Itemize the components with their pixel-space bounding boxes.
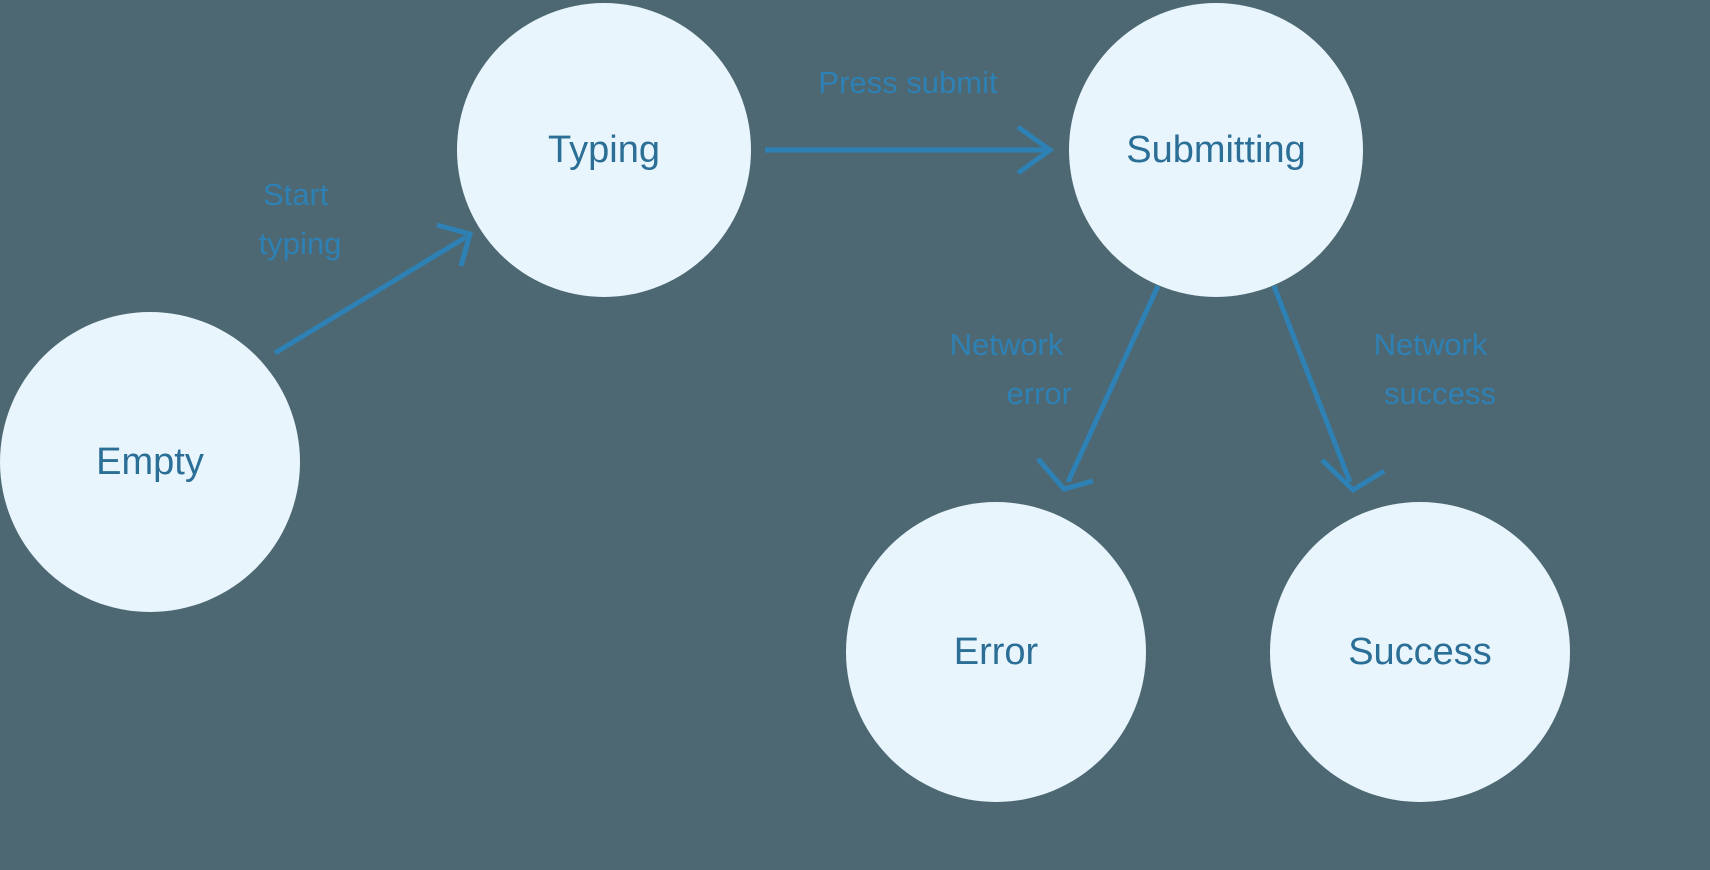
edge-label-network-success: Network success	[1374, 327, 1496, 411]
edge-submitting-to-error-line	[1065, 284, 1161, 484]
edge-label-line: Start	[263, 177, 329, 212]
node-submitting[interactable]: Submitting	[1069, 3, 1363, 297]
edge-label-line: Press submit	[818, 65, 998, 100]
edge-label-line: Network	[950, 327, 1064, 362]
edge-empty-to-typing[interactable]: Start typing	[259, 177, 474, 356]
edge-label-line: error	[1007, 376, 1072, 411]
edge-label-network-error: Network error	[950, 327, 1072, 411]
edge-submitting-to-error-arrowhead	[1036, 457, 1094, 492]
node-empty-label: Empty	[96, 441, 204, 483]
node-typing-circle	[457, 3, 751, 297]
node-success-label: Success	[1348, 631, 1492, 673]
edge-label-press-submit: Press submit	[818, 65, 998, 100]
edge-submitting-to-success[interactable]: Network success	[1271, 285, 1496, 494]
node-typing-label: Typing	[548, 129, 660, 171]
edge-empty-to-typing-line	[273, 234, 468, 356]
edge-submitting-to-error[interactable]: Network error	[950, 284, 1161, 492]
edge-typing-to-submitting-arrowhead	[1016, 124, 1055, 176]
node-success-circle	[1270, 502, 1570, 802]
node-success[interactable]: Success	[1270, 502, 1570, 802]
node-error-label: Error	[954, 631, 1039, 673]
edge-submitting-to-success-arrowhead	[1320, 458, 1386, 494]
edge-label-start-typing: Start typing	[259, 177, 342, 261]
edge-typing-to-submitting[interactable]: Press submit	[765, 65, 1055, 176]
edge-label-line: typing	[259, 226, 342, 261]
edge-label-line: success	[1384, 376, 1496, 411]
node-empty-circle	[0, 312, 300, 612]
node-empty[interactable]: Empty	[0, 312, 300, 612]
edge-submitting-to-success-line	[1271, 285, 1353, 483]
node-error-circle	[846, 502, 1146, 802]
node-error[interactable]: Error	[846, 502, 1146, 802]
edge-empty-to-typing-arrowhead	[436, 222, 474, 267]
node-submitting-circle	[1069, 3, 1363, 297]
edge-label-line: Network	[1374, 327, 1488, 362]
node-typing[interactable]: Typing	[457, 3, 751, 297]
node-submitting-label: Submitting	[1126, 129, 1306, 171]
